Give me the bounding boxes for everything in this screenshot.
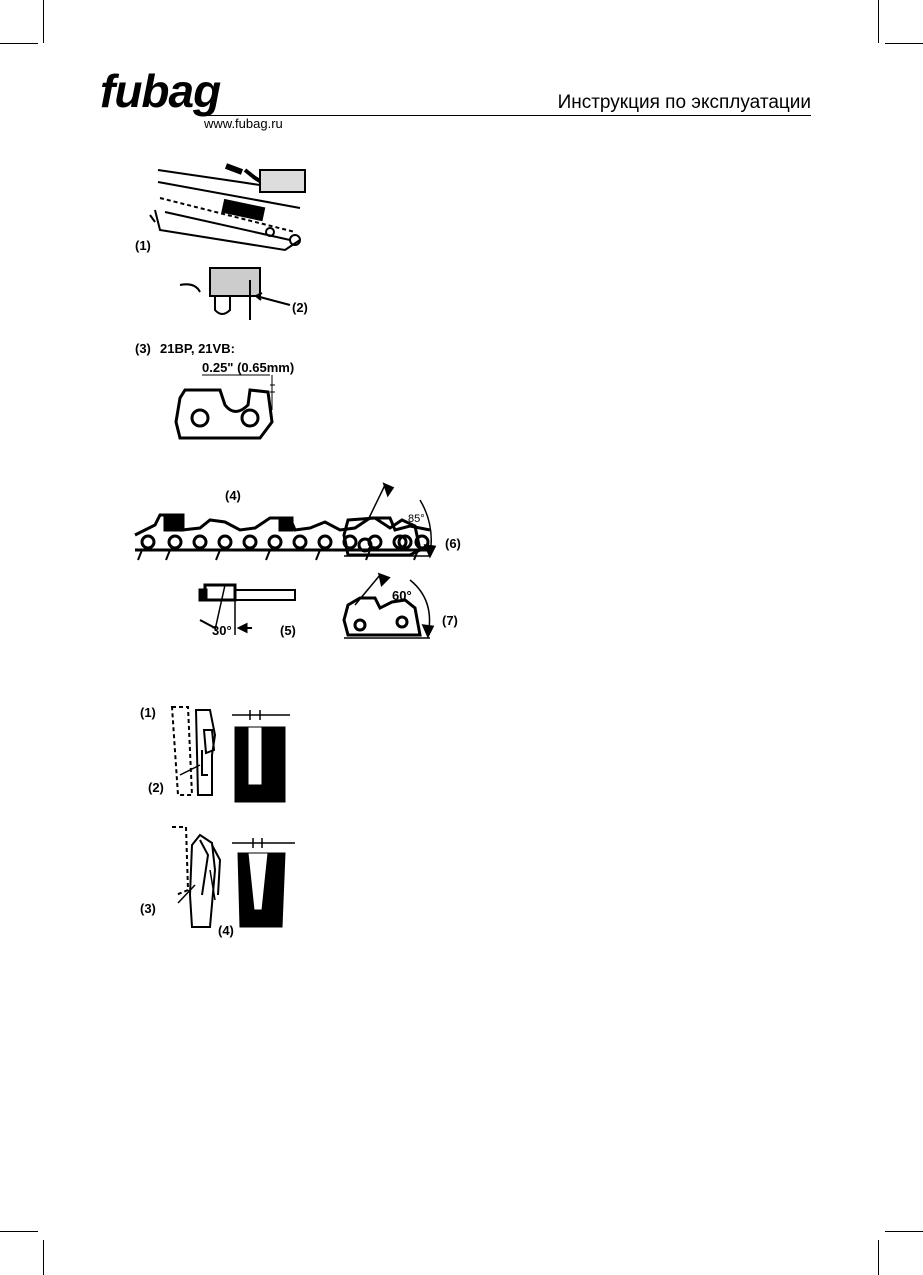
cutter-tooth-illustration bbox=[174, 374, 275, 440]
label-6: (6) bbox=[445, 536, 461, 551]
cutter-profile-worn bbox=[232, 838, 295, 928]
crop-mark bbox=[43, 0, 44, 43]
cutter-profile-correct bbox=[232, 710, 290, 803]
website-url: www.fubag.ru bbox=[204, 116, 283, 131]
cutter-side-view-correct bbox=[170, 706, 217, 796]
chain-models: 21BP, 21VB: bbox=[160, 341, 235, 356]
crop-mark bbox=[0, 1231, 38, 1232]
angle-60: 60° bbox=[392, 588, 412, 603]
file-30-illustration bbox=[198, 583, 296, 635]
brand-logo: fubag bbox=[100, 65, 221, 117]
tooth-85-illustration bbox=[342, 482, 437, 559]
figure-cutter-wear: (1) (2) (3) (4) bbox=[140, 695, 310, 945]
label-4: (4) bbox=[218, 923, 234, 938]
label-2: (2) bbox=[292, 300, 308, 315]
label-1: (1) bbox=[140, 705, 156, 720]
crop-mark bbox=[878, 1240, 879, 1275]
label-4: (4) bbox=[225, 488, 241, 503]
figure-depth-gauge-drawing: (1) (2) (3) 21BP, 21VB: 0.25" (0.65mm) bbox=[135, 163, 308, 440]
tooth-60-illustration bbox=[342, 572, 435, 639]
label-3: (3) bbox=[135, 341, 151, 356]
label-2: (2) bbox=[148, 780, 164, 795]
crop-mark bbox=[43, 1240, 44, 1275]
crop-mark bbox=[0, 43, 38, 44]
figure-cutter-wear-drawing: (1) (2) (3) (4) bbox=[140, 705, 295, 938]
crop-mark bbox=[885, 1231, 923, 1232]
crop-mark bbox=[885, 43, 923, 44]
label-3: (3) bbox=[140, 901, 156, 916]
label-1: (1) bbox=[135, 238, 151, 253]
label-5: (5) bbox=[280, 623, 296, 638]
saw-chain-illustration bbox=[134, 513, 431, 561]
crop-mark bbox=[878, 0, 879, 43]
cutter-side-view-worn bbox=[172, 826, 222, 928]
figure-sharpening-angles: (4) bbox=[130, 480, 475, 650]
depth-dimension: 0.25" (0.65mm) bbox=[202, 360, 294, 375]
depth-gauge-illustration bbox=[179, 267, 291, 320]
label-7: (7) bbox=[442, 613, 458, 628]
angle-85: 85° bbox=[408, 513, 425, 525]
figure-sharpening-angles-drawing: (4) bbox=[134, 482, 461, 639]
page-title: Инструкция по эксплуатации bbox=[557, 92, 811, 113]
angle-30: 30° bbox=[212, 623, 232, 638]
chain-on-bar-illustration bbox=[149, 163, 306, 252]
header-divider bbox=[200, 115, 811, 116]
figure-depth-gauge: (1) (2) (3) 21BP, 21VB: 0.25" (0.65mm) bbox=[130, 160, 320, 450]
